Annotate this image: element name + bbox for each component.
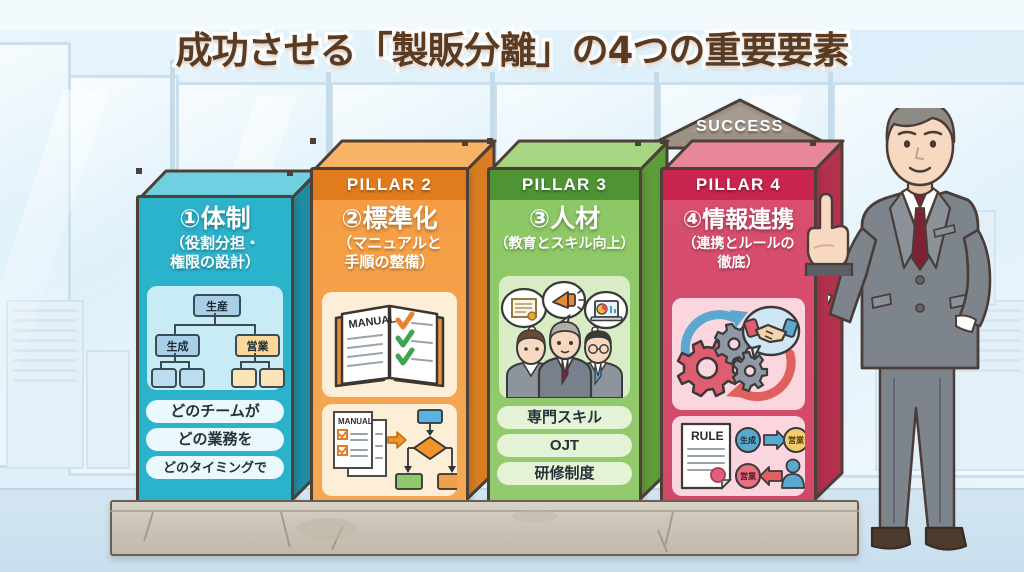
pillar-3-chip-1: 専門スキル (497, 406, 632, 429)
flow-node-seisei (735, 427, 761, 453)
shoe-left (870, 526, 912, 550)
svg-text:営業: 営業 (788, 435, 805, 445)
pillar-2-subtitle-line-2: 手順の整備） (344, 254, 435, 271)
pillar-1-chip-3: どのタイミングで (146, 456, 284, 479)
pillar-1-subtitle-line-2: 権限の設計） (169, 254, 260, 271)
pillar-2-number: ② (341, 205, 363, 233)
pillar-1-name: 体制 (200, 205, 251, 233)
org-line-h3 (240, 361, 270, 363)
pillar-4-side (810, 140, 844, 503)
pillar-2-heading: ②標準化 (313, 204, 466, 234)
pillar-1-heading: ①体制 (139, 204, 291, 234)
pillar-4-band: PILLAR 4 (663, 170, 814, 200)
org-line-v8 (240, 361, 242, 368)
pillar-4-gears-panel (672, 298, 805, 410)
pillar-1-side (287, 170, 319, 504)
pillar-3-people-panel (499, 276, 630, 400)
org-node-root: 生産 (193, 294, 241, 317)
svg-text:MANUAL: MANUAL (338, 417, 373, 426)
mouth (908, 166, 932, 173)
arrow-cycle-top (680, 310, 739, 361)
pillar-3-band: PILLAR 3 (490, 170, 639, 200)
org-line-v3 (254, 324, 256, 334)
org-leaf-1 (151, 368, 177, 388)
shoe-right (924, 526, 968, 551)
pillar-2-book-panel: MANUAL (322, 292, 457, 397)
pointing-hand (800, 190, 858, 284)
tie (911, 207, 929, 271)
svg-text:MANUAL: MANUAL (348, 313, 397, 331)
org-leaf-3 (231, 368, 257, 388)
org-line-v9 (268, 361, 270, 368)
pillar-1-top (136, 168, 320, 200)
manual-book-icon: MANUAL (334, 304, 445, 388)
pillar-4-name: 情報連携 (702, 206, 795, 232)
pillar-1-chip-2: どの業務を (146, 428, 284, 451)
pillar-2-top (310, 138, 497, 172)
pillar-1-org-chart-panel: 生産 生成 営業 (147, 286, 285, 390)
org-line-h1 (174, 324, 256, 326)
pillar-3-heading: ③人材 (490, 204, 639, 234)
pillar-1-face[interactable]: ①体制 （役割分担・ 権限の設計） 生産 生成 営業 (136, 195, 294, 508)
handshake-bubble (741, 305, 801, 360)
pedestal-crack-2 (280, 511, 291, 548)
pillar-1-number: ① (179, 205, 201, 233)
pedestal-crack-4 (664, 511, 674, 546)
org-node-child-1: 生成 (155, 334, 200, 357)
pedestal-stain-1 (297, 518, 357, 540)
jacket-button-1 (915, 275, 925, 285)
org-line-h2 (160, 361, 190, 363)
pillar-2-side (462, 140, 496, 503)
page-title: 成功させる「製販分離」の4つの重要要素 (172, 26, 853, 76)
pillar-4-rule-panel: RULE 生成 営業 営業 (672, 416, 809, 496)
pillar-4-subtitle-line-1: （連携とルールの (682, 235, 795, 251)
skyline-building-2 (86, 350, 130, 469)
org-line-v5 (160, 361, 162, 368)
pillar-1-subtitle-line-1: （役割分担・ (169, 235, 260, 252)
org-node-child-2: 営業 (235, 334, 280, 357)
pedestal-stain-2 (512, 510, 558, 522)
pillar-3-side (635, 140, 669, 503)
pillar-3-name: 人材 (550, 205, 601, 233)
pillar-2-face[interactable]: PILLAR 2 ②標準化 （マニュアルと 手順の整備） MANUAL (310, 167, 469, 508)
org-line-v6 (188, 361, 190, 368)
pillar-3-subtitle-line-1: （教育とスキル向上） (494, 235, 635, 251)
pillar-3-face[interactable]: PILLAR 3 ③人材 （教育とスキル向上） (487, 167, 642, 508)
pillar-2-band: PILLAR 2 (313, 170, 466, 200)
pillar-4-heading: ④情報連携 (663, 204, 814, 234)
pillar-3-chip-2: OJT (497, 434, 632, 457)
businessman-pointing (810, 100, 1024, 572)
stone-pedestal (110, 500, 859, 556)
success-roof: SUCCESS (642, 98, 838, 150)
roof-label: SUCCESS (696, 118, 784, 135)
org-leaf-2 (179, 368, 205, 388)
pillar-1-chip-1: どのチームが (146, 400, 284, 423)
trousers (878, 358, 956, 530)
pillar-2-name: 標準化 (362, 205, 438, 233)
pillar-2-subtitle-line-1: （マニュアルと (337, 235, 442, 252)
svg-text:RULE: RULE (691, 429, 724, 443)
svg-text:生成: 生成 (740, 435, 756, 445)
gear-small-2 (731, 350, 769, 393)
pillar-4-top (660, 138, 845, 172)
person-icon (785, 458, 801, 474)
svg-text:営業: 営業 (740, 471, 757, 481)
org-leaf-4 (259, 368, 285, 388)
pillar-3-top (487, 138, 670, 172)
org-line-v7 (254, 353, 256, 361)
org-line-v2 (174, 324, 176, 334)
pillar-4-face[interactable]: PILLAR 4 ④情報連携 （連携とルールの 徹底） (660, 167, 817, 508)
arrow-cycle-bottom (735, 349, 796, 402)
pillar-4-subtitle-line-2: 徹底） (717, 254, 760, 270)
pillar-4-number: ④ (682, 206, 703, 232)
jacket-button-2 (915, 303, 925, 313)
manual-flowchart-icon: MANUAL (333, 409, 463, 490)
pillar-3-number: ③ (528, 205, 551, 233)
pillar-2-flow-panel: MANUAL (322, 404, 463, 496)
org-line-v1 (214, 313, 216, 324)
pillar-3-chip-3: 研修制度 (497, 462, 632, 485)
org-line-v4 (174, 353, 176, 361)
pedestal-crack-1 (143, 511, 154, 541)
